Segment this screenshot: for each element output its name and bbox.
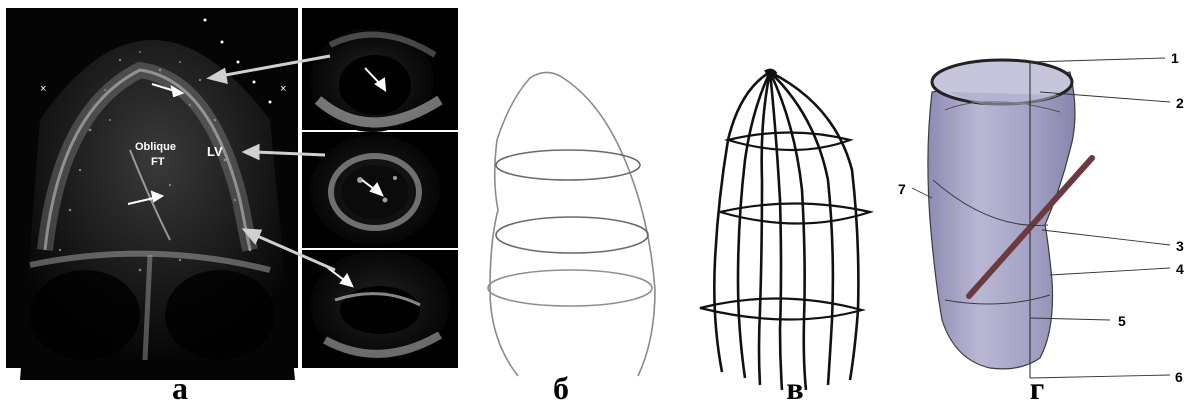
svg-text:×: × (40, 83, 46, 95)
panel-a-echo: × × LV Oblique FT (6, 8, 458, 380)
callout-7: 7 (898, 181, 906, 197)
panel-b-ring-bottom (488, 270, 652, 306)
callout-4: 4 (1176, 261, 1184, 277)
callout-2: 2 (1176, 95, 1184, 111)
callout-5: 5 (1118, 313, 1126, 329)
label-ft: FT (151, 156, 165, 168)
label-lv: LV (207, 144, 223, 159)
panel-label-a: а (150, 368, 210, 408)
callout-6: 6 (1175, 369, 1183, 385)
panel-g-3d-model: 1 2 3 4 5 6 7 (898, 50, 1184, 385)
panel-b-ring-middle (496, 217, 648, 253)
panel-b-contour-model (488, 72, 655, 376)
panel-label-g: г (1007, 368, 1067, 408)
panel-v-ring-middle (720, 204, 870, 224)
callout-3: 3 (1176, 238, 1184, 254)
panel-b-ring-top (496, 150, 640, 180)
panel-v-wireframe-model (700, 70, 870, 390)
callout-1: 1 (1171, 50, 1179, 66)
panel-label-v: в (765, 368, 825, 408)
svg-text:×: × (280, 83, 286, 95)
label-oblique: Oblique (135, 141, 176, 153)
panel-label-b: б (531, 368, 591, 408)
